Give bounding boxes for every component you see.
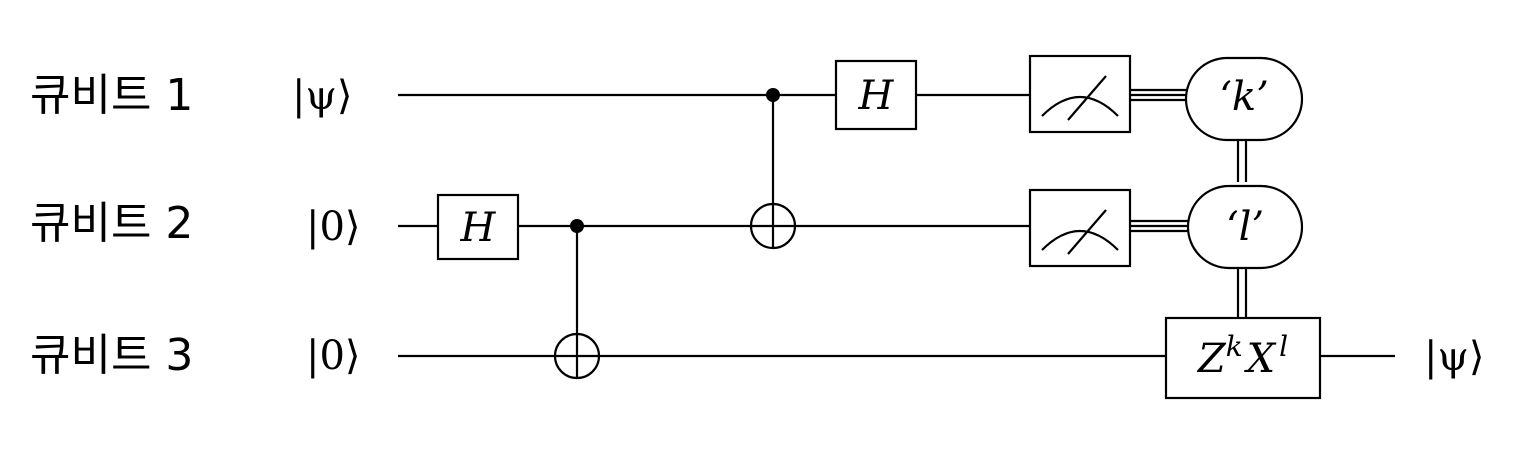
measurement-qubit-1 bbox=[1028, 54, 1132, 134]
classical-link-k-l bbox=[1236, 138, 1248, 182]
hadamard-gate-qubit-2-label: H bbox=[460, 205, 497, 251]
hadamard-gate-qubit-1-label: H bbox=[858, 73, 895, 119]
classical-wire-2 bbox=[1130, 219, 1190, 233]
meter-icon bbox=[1041, 229, 1119, 251]
classical-control-k bbox=[1184, 56, 1304, 142]
classical-link-l-correction bbox=[1236, 268, 1248, 318]
output-state: |ψ⟩ bbox=[1424, 334, 1484, 380]
classical-wire-1 bbox=[1130, 88, 1188, 102]
measurement-qubit-2 bbox=[1028, 188, 1132, 268]
qubit-3-input-state: |0⟩ bbox=[306, 333, 361, 379]
qubit-2-input-state: |0⟩ bbox=[306, 204, 361, 250]
cnot-1-2-control-dot bbox=[766, 88, 780, 102]
classical-control-k-label: ‘k’ bbox=[1219, 74, 1269, 120]
qubit-1-label: 큐비트 1 bbox=[30, 70, 193, 121]
classical-control-l bbox=[1186, 184, 1304, 270]
hadamard-gate-qubit-1 bbox=[834, 59, 918, 131]
qubit-1-input-state: |ψ⟩ bbox=[292, 73, 352, 119]
classical-control-l-label: ‘l’ bbox=[1226, 204, 1264, 250]
qubit-3-label: 큐비트 3 bbox=[30, 330, 193, 381]
cnot-2-3-control-dot bbox=[570, 219, 584, 233]
qubit-2-label: 큐비트 2 bbox=[30, 198, 193, 249]
hadamard-gate-qubit-2 bbox=[436, 193, 520, 261]
correction-gate bbox=[1164, 316, 1322, 400]
meter-icon bbox=[1041, 95, 1119, 117]
